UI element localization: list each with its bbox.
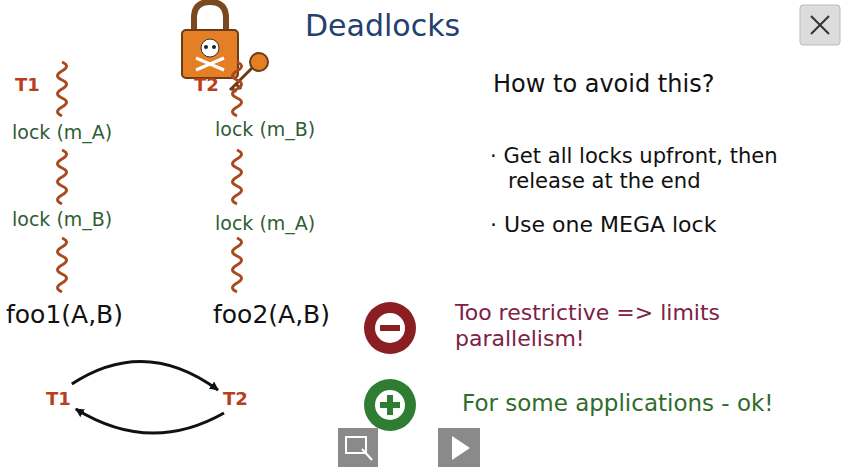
lock-call: lock (m_B) <box>215 118 315 141</box>
wait-arrow <box>76 409 224 433</box>
thread-label: T2 <box>194 74 219 96</box>
padlock-icon <box>182 2 238 78</box>
drawback-note: Too restrictive => limits parallelism! <box>455 300 795 353</box>
plus-icon <box>364 379 416 431</box>
close-button <box>800 5 840 45</box>
thread-node: T1 <box>43 386 74 411</box>
lock-call: lock (m_A) <box>215 212 315 235</box>
thread-squiggle <box>58 62 242 292</box>
minus-icon <box>364 302 416 354</box>
slide-title: Deadlocks <box>305 8 460 44</box>
thread-name: T2 <box>223 388 248 409</box>
benefit-note: For some applications - ok! <box>462 390 774 418</box>
bullet-note: · Get all locks upfront, then release at… <box>490 143 847 194</box>
function-call: foo2(A,B) <box>213 300 330 330</box>
lock-call: lock (m_A) <box>12 121 112 144</box>
thread-node: T2 <box>220 386 251 411</box>
lock-call: lock (m_B) <box>12 208 112 231</box>
thread-name: T1 <box>46 388 71 409</box>
bullet-note: · Use one MEGA lock <box>490 212 716 238</box>
thread-label: T1 <box>15 74 40 96</box>
video-controls <box>338 428 480 467</box>
wait-arrow <box>72 361 218 390</box>
question-note: How to avoid this? <box>493 70 714 99</box>
function-call: foo1(A,B) <box>6 300 123 330</box>
